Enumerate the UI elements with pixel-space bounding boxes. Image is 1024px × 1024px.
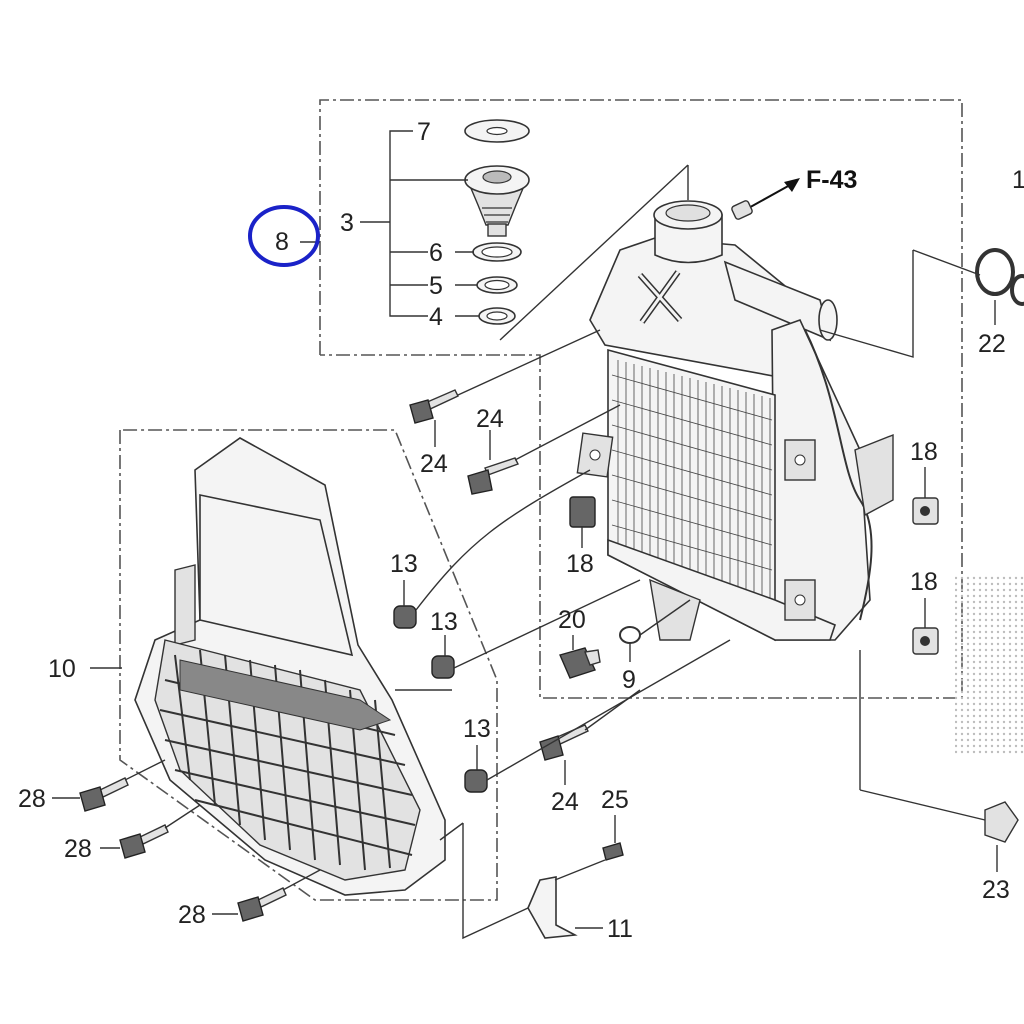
bolt-24-middle — [467, 457, 519, 495]
hose-clamp-22 — [975, 248, 1024, 306]
bracket-11 — [527, 876, 578, 939]
callout-18-left: 18 — [566, 550, 594, 578]
callout-18-right-upper: 18 — [910, 438, 938, 466]
callout-5: 5 — [429, 272, 443, 300]
clip-18-right-upper — [912, 497, 939, 525]
radiator-body — [576, 200, 894, 642]
nut-20 — [559, 647, 601, 679]
seal-ring-5 — [476, 276, 518, 294]
callout-28-middle: 28 — [64, 835, 92, 863]
callout-7: 7 — [417, 118, 431, 146]
hardware-leaders — [52, 300, 998, 940]
f43-pointer — [731, 178, 800, 220]
grommet-13-upper — [393, 605, 417, 629]
nut-23 — [984, 801, 1019, 843]
edge-label: 1 — [1012, 166, 1024, 194]
bolt-28-middle — [119, 824, 169, 859]
reference-label-f43: F-43 — [806, 166, 857, 194]
bolt-24-upper — [409, 389, 459, 424]
callout-6: 6 — [429, 239, 443, 267]
grommet-13-middle — [431, 655, 455, 679]
seal-ring-4 — [478, 307, 516, 325]
callout-13-middle: 13 — [430, 608, 458, 636]
callout-8: 8 — [275, 228, 289, 256]
clip-18-right-lower — [912, 627, 939, 655]
callout-11: 11 — [607, 915, 633, 943]
clip-18-left — [569, 496, 596, 528]
fan-shroud-grille — [134, 437, 446, 896]
radiator-cap — [464, 165, 530, 237]
bolt-24-lower — [539, 724, 589, 761]
cap-stack-leaders — [300, 130, 479, 317]
callout-23: 23 — [982, 876, 1010, 904]
callout-22: 22 — [978, 330, 1006, 358]
callout-24-lower: 24 — [551, 788, 579, 816]
callout-28-lower: 28 — [178, 901, 206, 929]
radiator-leaders — [499, 164, 986, 821]
highlight-circle — [248, 205, 320, 267]
callout-9: 9 — [622, 666, 636, 694]
adjacent-part-dotted-area — [955, 575, 1024, 755]
bolt-25 — [602, 842, 624, 861]
callout-24-upper: 24 — [420, 450, 448, 478]
callout-24-middle: 24 — [476, 405, 504, 433]
callout-25: 25 — [601, 786, 629, 814]
cap-washer-7 — [464, 119, 530, 143]
callout-13-lower: 13 — [463, 715, 491, 743]
callout-3: 3 — [340, 209, 354, 237]
grommet-13-lower — [464, 769, 488, 793]
bolt-28-lower — [237, 887, 287, 922]
callout-4: 4 — [429, 303, 443, 331]
washer-9 — [619, 626, 641, 644]
callout-10: 10 — [48, 655, 76, 683]
callout-18-right-lower: 18 — [910, 568, 938, 596]
callout-13-upper: 13 — [390, 550, 418, 578]
callout-28-upper: 28 — [18, 785, 46, 813]
shroud-assembly-boundary — [119, 429, 498, 901]
bolt-28-upper — [79, 777, 129, 812]
seal-ring-6 — [472, 242, 522, 262]
callout-20: 20 — [558, 606, 586, 634]
